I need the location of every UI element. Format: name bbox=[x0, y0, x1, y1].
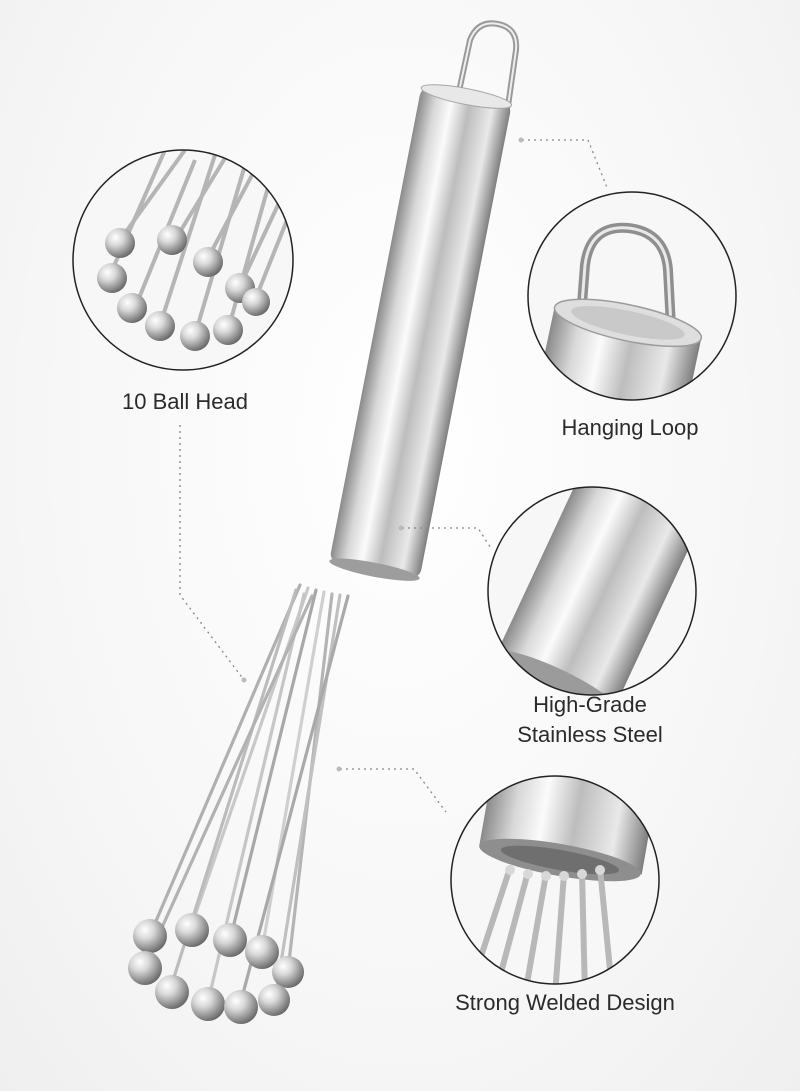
feature-label-stainless-steel: High-Grade Stainless Steel bbox=[480, 690, 700, 750]
feature-label-ball-head: 10 Ball Head bbox=[122, 389, 248, 414]
feature-label-steel-line1: High-Grade bbox=[533, 692, 647, 717]
detail-circle-welded-joint bbox=[450, 775, 660, 985]
feature-label-welded-design: Strong Welded Design bbox=[455, 990, 675, 1015]
feature-label-steel-line2: Stainless Steel bbox=[517, 722, 663, 747]
feature-label-hanging-loop: Hanging Loop bbox=[561, 415, 699, 440]
whisk-main bbox=[128, 20, 520, 1024]
detail-circle-ball-head bbox=[72, 149, 294, 371]
detail-circle-hanging-loop bbox=[527, 191, 737, 401]
leader-lines bbox=[179, 139, 609, 813]
